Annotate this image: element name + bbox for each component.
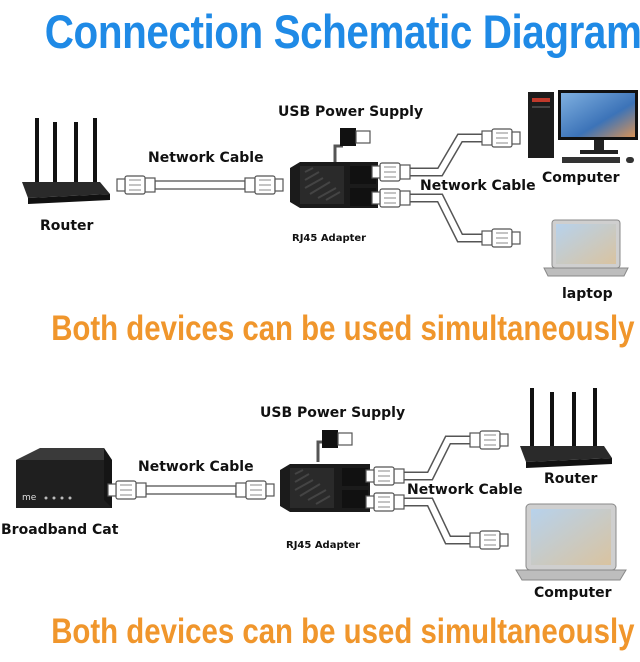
broadband-cat-device: me	[16, 448, 112, 508]
router-device	[22, 118, 110, 204]
usb-cable	[333, 128, 371, 165]
router-label: Router	[40, 218, 94, 234]
router-label: Router	[544, 471, 598, 487]
computer-label: Computer	[542, 170, 620, 186]
network-cable-label: Network Cable	[420, 178, 536, 194]
laptop-label: laptop	[562, 286, 613, 302]
page-title: Connection Schematic Diagram	[44, 5, 640, 58]
network-cable	[107, 480, 275, 500]
rj45-adapter	[290, 162, 378, 208]
simultaneous-banner: Both devices can be used simultaneously	[51, 612, 635, 651]
network-cable-label: Network Cable	[407, 482, 523, 498]
adapter-label: RJ45 Adapter	[292, 233, 367, 244]
split-cables	[365, 430, 509, 550]
adapter-label: RJ45 Adapter	[286, 540, 361, 551]
rj45-adapter	[280, 464, 370, 512]
network-cable-label: Network Cable	[148, 150, 264, 166]
network-cable	[116, 175, 284, 195]
usb-power-label: USB Power Supply	[260, 405, 406, 421]
broadband-cat-label: Broadband Cat	[1, 522, 119, 538]
svg-text:me: me	[22, 493, 37, 503]
split-cables	[371, 128, 521, 248]
router-device	[520, 388, 612, 468]
simultaneous-banner: Both devices can be used simultaneously	[51, 309, 635, 348]
computer-label: Computer	[534, 585, 612, 601]
desktop-computer	[528, 90, 638, 163]
laptop-device	[543, 219, 629, 277]
network-cable-label: Network Cable	[138, 459, 254, 475]
usb-cable	[316, 430, 353, 462]
usb-power-label: USB Power Supply	[278, 104, 424, 120]
laptop-device	[515, 503, 627, 581]
